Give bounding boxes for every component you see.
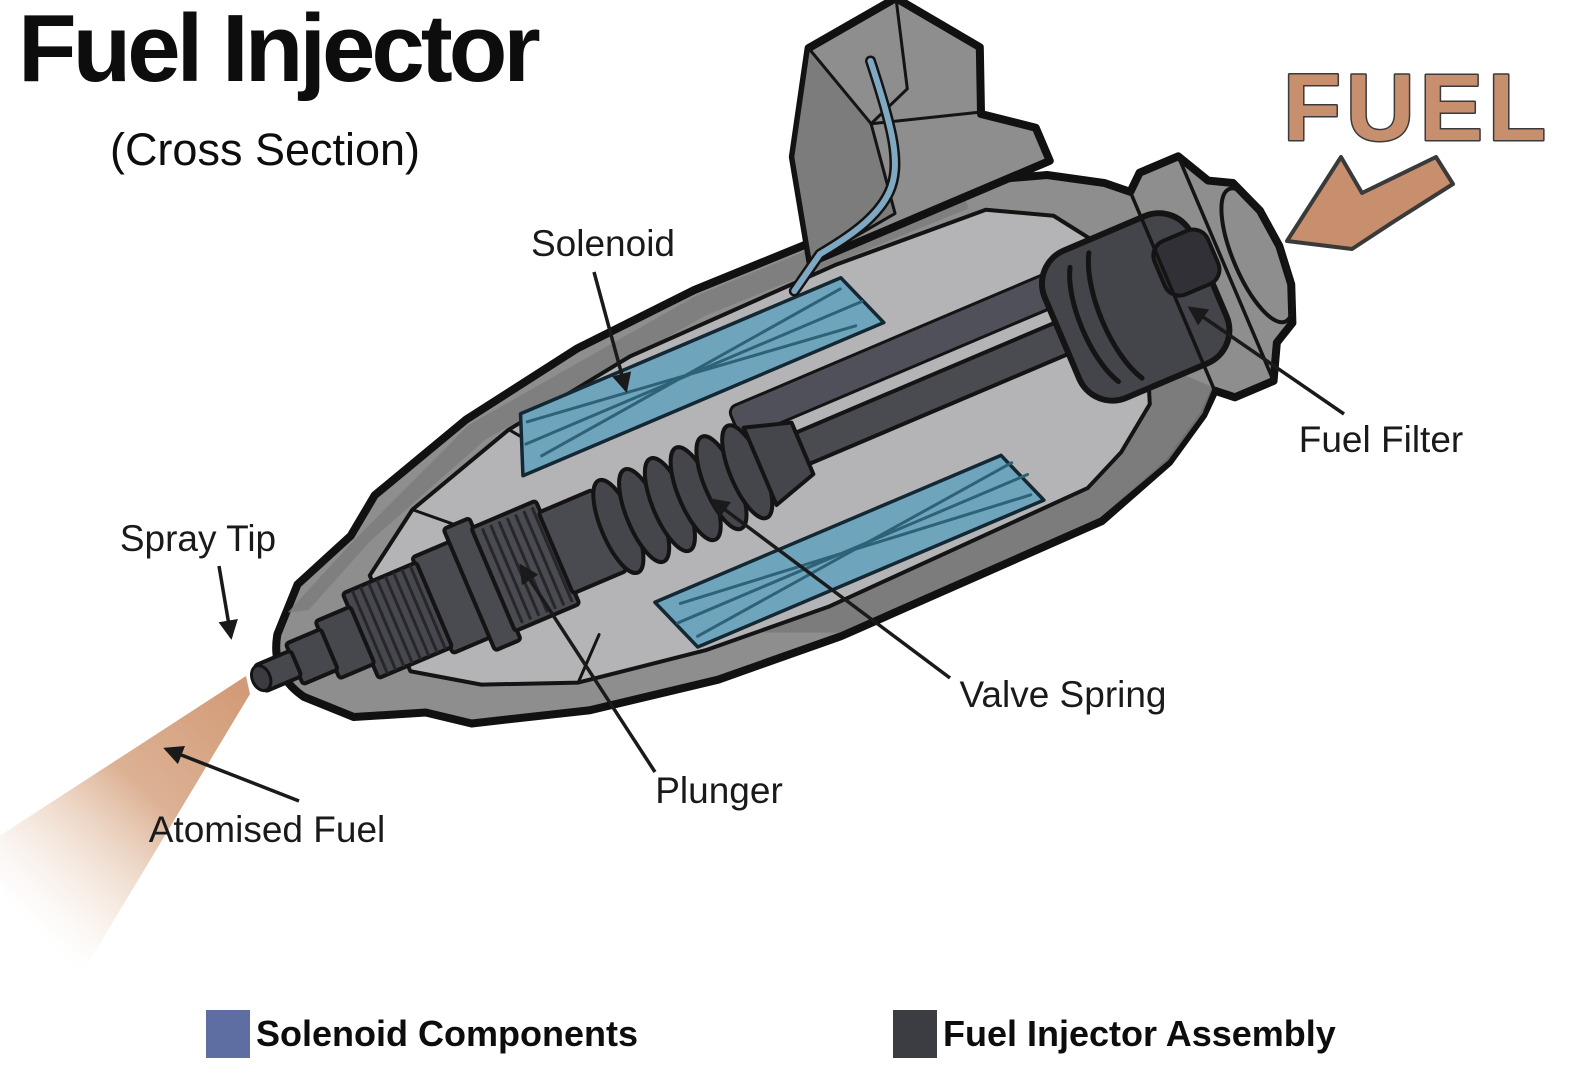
solenoid-leader-arrow (592, 271, 632, 393)
solenoid-winding-hatch-lower (676, 461, 1033, 638)
fuel-flow-arrow (1285, 155, 1455, 251)
fuel-injector-assembly-swatch (893, 1010, 937, 1058)
filter-notch (1151, 227, 1222, 298)
injector-assembly (249, 0, 1297, 728)
fuel-injector-assembly-label: Fuel Injector Assembly (943, 1013, 1336, 1054)
fuel-flow-word: FUEL (1283, 55, 1551, 161)
legend-item-solenoid-components: Solenoid Components (206, 1008, 638, 1060)
inlet-end-cap (1219, 186, 1295, 325)
solenoid-wire (791, 57, 898, 295)
spray-tip-label: Spray Tip (120, 518, 276, 559)
fuel-filter-leader-arrow (1187, 306, 1345, 416)
inlet-hex-edges (1128, 154, 1276, 393)
page-title: Fuel Injector (18, 0, 541, 102)
fuel-filter-label: Fuel Filter (1299, 419, 1463, 460)
solenoid-coil-upper (518, 276, 886, 478)
solenoid-winding-hatch-upper (524, 287, 864, 458)
nozzle-knurl (351, 565, 447, 674)
solenoid-components-swatch (206, 1010, 250, 1058)
atomised-fuel-spray (0, 676, 250, 1010)
legend-item-fuel-injector-assembly: Fuel Injector Assembly (893, 1008, 1336, 1060)
valve-spring-coil (591, 420, 816, 575)
filter-grooves (1067, 250, 1145, 385)
valve-spring-leader-arrow (709, 498, 952, 680)
connector-left-facet (791, 46, 897, 264)
solenoid-label: Solenoid (531, 223, 675, 264)
spray-tip-leader-arrow (217, 565, 238, 640)
valve-spring-label: Valve Spring (959, 674, 1166, 715)
solenoid-components-label: Solenoid Components (256, 1013, 638, 1054)
atomised-fuel-label: Atomised Fuel (149, 809, 386, 850)
atomised-fuel-leader-arrow (163, 745, 300, 803)
plunger-leader-arrow (519, 563, 657, 773)
plunger-label: Plunger (655, 770, 783, 811)
page-subtitle: (Cross Section) (109, 124, 421, 175)
casing-top-shade (287, 187, 969, 613)
spray-tip-orifice (249, 664, 273, 693)
